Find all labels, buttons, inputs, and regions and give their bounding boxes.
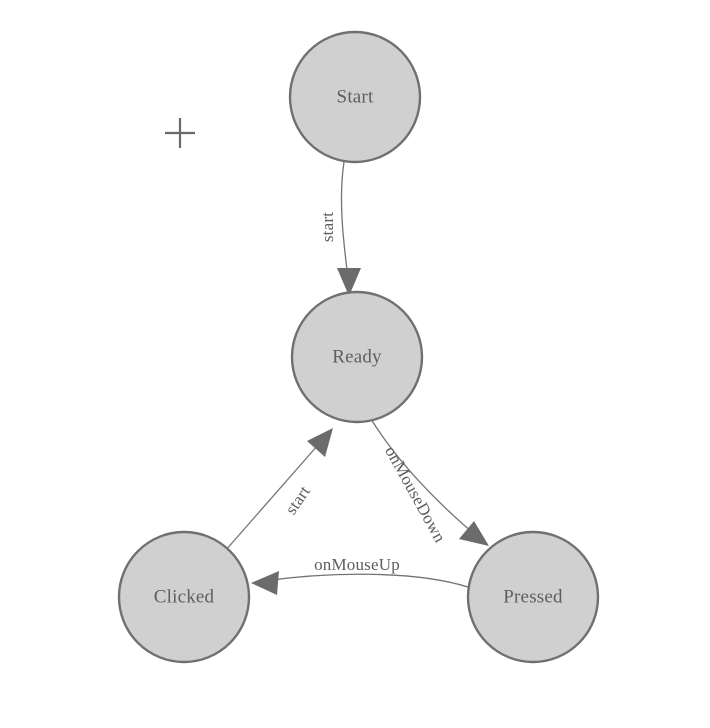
edge-label: start [281, 482, 314, 518]
edge-label: onMouseUp [314, 555, 400, 574]
edge-pressed-to-clicked[interactable]: onMouseUp [251, 555, 469, 595]
edge-ready-to-pressed[interactable]: onMouseDown [370, 418, 489, 546]
node-start[interactable]: Start [288, 30, 422, 164]
arrowhead-icon [337, 268, 361, 296]
node-circle[interactable] [466, 530, 600, 664]
markers-layer [165, 118, 195, 148]
arrowhead-icon [459, 521, 489, 546]
edge-line [370, 418, 481, 540]
node-label: Pressed [503, 586, 563, 607]
edge-start-to-ready[interactable]: start [318, 161, 361, 296]
node-clicked[interactable]: Clicked [117, 530, 251, 664]
node-label: Clicked [154, 586, 215, 607]
edge-label: start [318, 212, 337, 242]
edge-line [224, 436, 326, 552]
node-circle[interactable] [117, 530, 251, 664]
edge-label: onMouseDown [381, 443, 450, 546]
node-label: Ready [332, 346, 382, 367]
node-label: Start [337, 86, 374, 107]
edge-line [263, 573, 469, 588]
plus-marker-icon [165, 118, 195, 148]
arrowhead-icon [251, 571, 279, 595]
edge-line [340, 161, 350, 286]
node-pressed[interactable]: Pressed [466, 530, 600, 664]
node-ready[interactable]: Ready [290, 290, 424, 424]
node-circle[interactable] [288, 30, 422, 164]
edge-clicked-to-ready[interactable]: start [224, 428, 333, 552]
arrowhead-icon [307, 428, 333, 457]
node-circle[interactable] [290, 290, 424, 424]
